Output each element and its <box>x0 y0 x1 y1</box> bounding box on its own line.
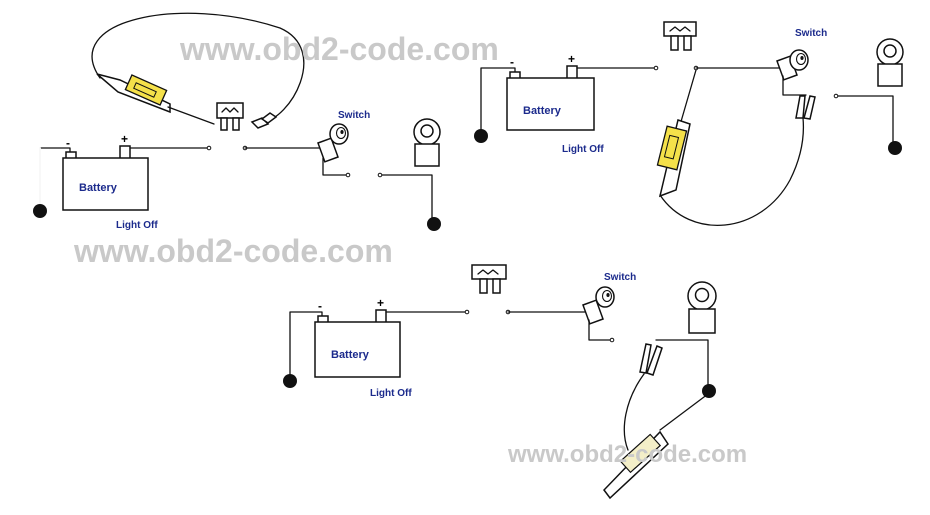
ground-icon <box>33 204 47 218</box>
alligator-clip-icon <box>639 343 663 376</box>
switch-label: Switch <box>795 28 827 39</box>
switch-label: Switch <box>604 272 636 283</box>
battery-label: Battery <box>331 349 370 361</box>
toggle-switch-icon <box>317 123 349 176</box>
battery-minus-label: - <box>318 299 322 313</box>
light-bulb-icon <box>655 281 717 398</box>
light-bulb-icon <box>377 118 441 231</box>
circuit-3: www.obd2-code.com Battery - + Light Off <box>73 233 747 500</box>
switch-label: Switch <box>338 110 370 121</box>
test-light-probe-icon <box>91 12 305 129</box>
test-light-probe-icon <box>603 373 709 500</box>
ground-icon <box>283 374 297 388</box>
battery-plus-label: + <box>568 52 575 66</box>
light-off-label: Light Off <box>370 388 412 399</box>
fuse-icon <box>216 102 244 131</box>
watermark: www.obd2-code.com <box>73 233 393 269</box>
light-off-label: Light Off <box>562 144 604 155</box>
ground-icon <box>427 217 441 231</box>
battery-plus-label: + <box>377 296 384 310</box>
light-off-label: Light Off <box>116 220 158 231</box>
light-bulb-icon <box>833 38 904 155</box>
alligator-clip-icon <box>795 95 816 120</box>
toggle-switch-icon <box>582 286 615 341</box>
ground-icon <box>888 141 902 155</box>
test-light-probe-icon <box>656 69 805 226</box>
battery: Battery - + <box>62 132 149 211</box>
watermark: www.obd2-code.com <box>507 441 747 468</box>
battery-minus-label: - <box>510 55 514 69</box>
battery-plus-label: + <box>121 132 128 146</box>
fuse-icon <box>663 21 697 51</box>
battery: Battery - + <box>314 296 401 378</box>
battery-label: Battery <box>523 105 562 117</box>
fuse-icon <box>471 264 507 294</box>
circuit-2: Battery - + Light Off Switch <box>474 21 904 226</box>
toggle-switch-icon <box>776 49 809 96</box>
battery-minus-label: - <box>66 136 70 150</box>
circuit-1: Battery - + Light Off <box>33 12 499 231</box>
ground-icon <box>474 129 488 143</box>
battery-label: Battery <box>79 182 118 194</box>
ground-icon <box>702 384 716 398</box>
battery: Battery - + <box>506 52 595 131</box>
watermark: www.obd2-code.com <box>179 31 499 67</box>
